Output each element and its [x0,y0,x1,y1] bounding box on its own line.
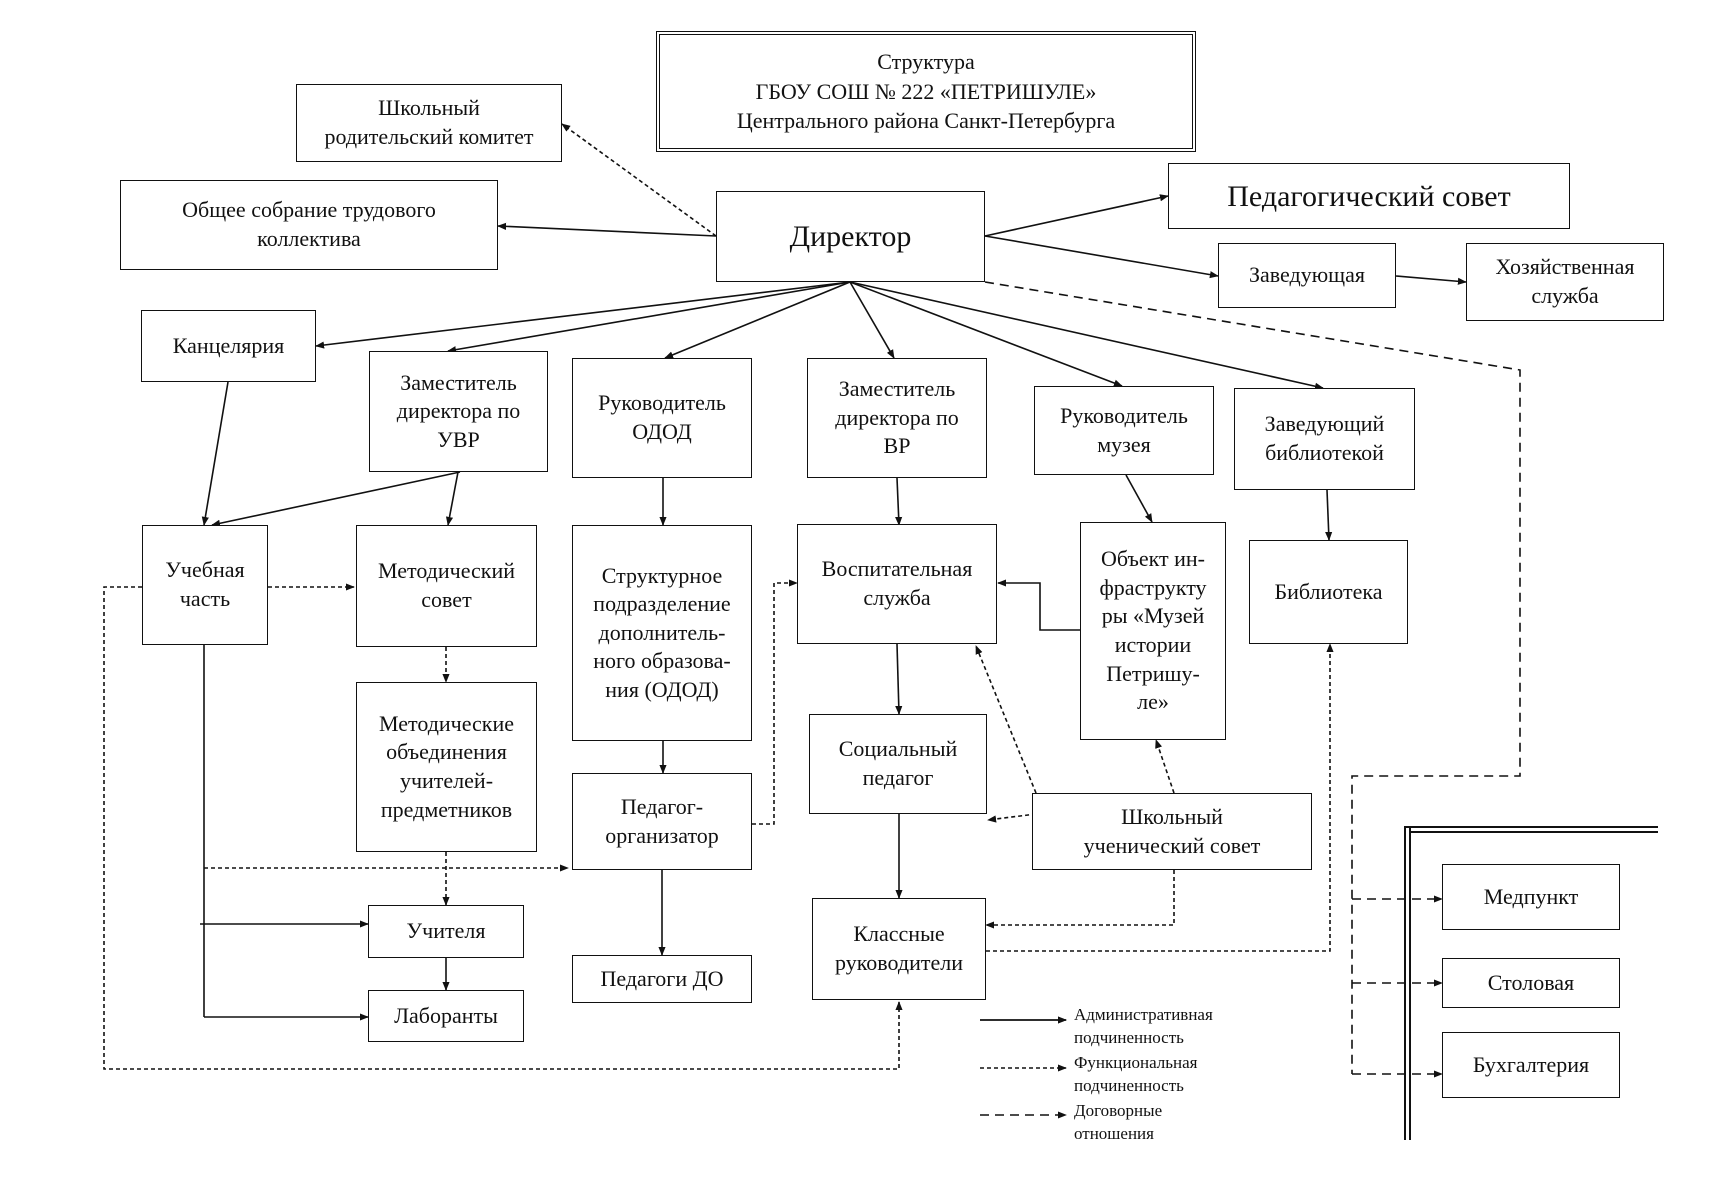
node-organizer: Педагог- организатор [572,773,752,870]
legend-samples [980,1016,1067,1119]
node-student-council: Школьный ученический совет [1032,793,1312,870]
contractual-links [984,281,1521,1078]
node-pedagogical-council: Педагогический совет [1168,163,1570,229]
node-social-teacher: Социальный педагог [809,714,987,814]
services-frame-top-inner [1409,831,1658,833]
node-deputy-vr: Заместитель директора по ВР [807,358,987,478]
node-educational-service: Воспитательная служба [797,524,997,644]
functional-links [103,123,1334,1070]
node-deputy-uvr: Заместитель директора по УВР [369,351,548,472]
node-medpunkt: Медпункт [1442,864,1620,930]
node-household-service: Хозяйственная служба [1466,243,1664,321]
node-head-odod: Руководитель ОДОД [572,358,752,478]
services-frame-left-inner [1409,826,1411,1140]
administrative-links [200,194,1467,1024]
node-head-museum: Руководитель музея [1034,386,1214,475]
node-accounting: Бухгалтерия [1442,1032,1620,1098]
node-study-unit: Учебная часть [142,525,268,645]
node-class-heads: Классные руководители [812,898,986,1000]
node-head-library: Заведующий библиотекой [1234,388,1415,490]
legend-contractual: Договорные отношения [1074,1101,1163,1143]
diagram-title: Структура ГБОУ СОШ № 222 «ПЕТРИШУЛЕ» Цен… [656,31,1196,152]
legend-administrative: Административная подчиненность [1074,1005,1213,1047]
node-lab-assistants: Лаборанты [368,990,524,1042]
node-ped-do: Педагоги ДО [572,955,752,1003]
legend-functional: Функциональная подчиненность [1074,1053,1198,1095]
node-canteen: Столовая [1442,958,1620,1008]
node-methodical-unions: Методические объединения учителей- предм… [356,682,537,852]
node-teachers: Учителя [368,905,524,958]
node-head-manager: Заведующая [1218,243,1396,308]
services-frame-left [1404,826,1406,1140]
node-office: Канцелярия [141,310,316,382]
node-library: Библиотека [1249,540,1408,644]
node-odod-unit: Структурное подразделение дополнитель- н… [572,525,752,741]
node-general-assembly: Общее собрание трудового коллектива [120,180,498,270]
node-methodical-council: Методический совет [356,525,537,647]
node-parents-committee: Школьный родительский комитет [296,84,562,162]
node-museum-object: Объект ин- фраструкту ры «Музей истории … [1080,522,1226,740]
services-frame-top [1404,826,1658,828]
node-director: Директор [716,191,985,282]
